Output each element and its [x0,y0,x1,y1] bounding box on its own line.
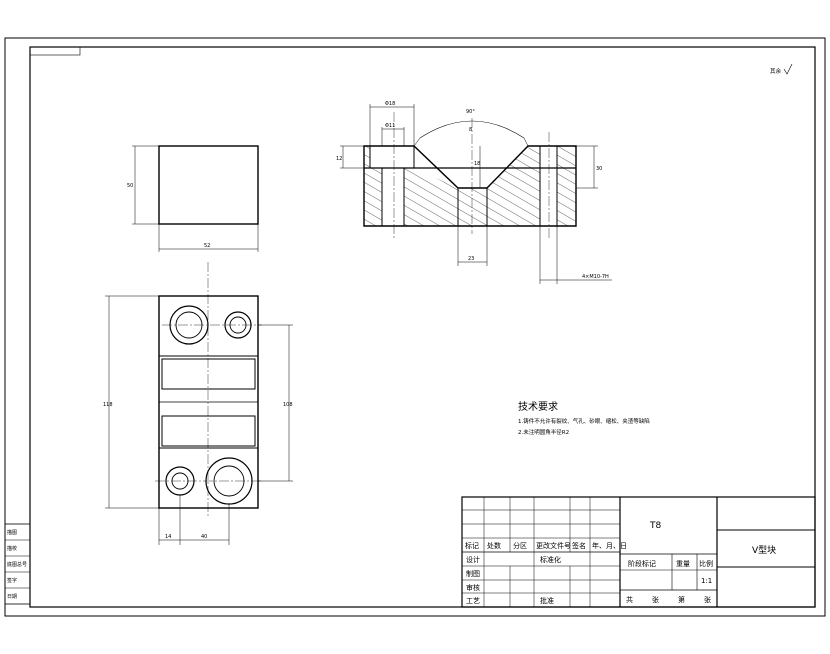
dim-top-inner-height: 108 [283,402,293,408]
outer-border [4,37,826,617]
svg-text:标记: 标记 [465,541,479,550]
inner-frame [29,46,816,608]
dim-section-left-height: 12 [336,156,342,162]
svg-text:年、月、日: 年、月、日 [592,541,627,550]
section-view [340,104,612,284]
part-name: V型块 [752,544,776,556]
svg-text:处数: 处数 [487,541,501,550]
dim-front-width: 52 [204,243,210,249]
roughness-note: 其余 [770,63,793,75]
svg-text:底图总号: 底图总号 [7,561,27,568]
front-view [132,145,259,252]
svg-text:第: 第 [678,595,685,604]
dim-front-height: 50 [127,183,133,189]
svg-text:签字: 签字 [7,577,17,584]
svg-text:技术要求: 技术要求 [518,400,558,413]
svg-text:重量: 重量 [676,560,690,568]
svg-text:张: 张 [652,595,659,604]
dim-top-hole-spacing: 40 [201,534,207,540]
dim-section-top-a: Φ18 [385,101,395,107]
svg-text:比例: 比例 [699,559,713,568]
svg-text:2.未注明圆角半径R2: 2.未注明圆角半径R2 [518,428,569,436]
svg-text:签名: 签名 [572,541,586,550]
svg-text:描图: 描图 [7,529,17,536]
svg-text:审核: 审核 [466,583,480,592]
svg-text:标准化: 标准化 [540,555,561,564]
technical-requirements: 技术要求 1.铸件不允许有裂纹、气孔、砂眼、缩松、夹渣等缺陷 2.未注明圆角半径… [518,400,650,436]
svg-text:共: 共 [626,595,633,604]
svg-text:制图: 制图 [466,569,480,578]
svg-text:更改文件号: 更改文件号 [536,541,571,550]
dim-section-v-depth: 18 [474,161,480,167]
dim-top-total-height: 118 [103,402,113,408]
svg-text:其余: 其余 [770,67,782,75]
dim-top-left-offset: 14 [165,534,171,540]
svg-text:描校: 描校 [7,545,17,552]
svg-text:张: 张 [704,595,711,604]
svg-text:日期: 日期 [7,594,17,600]
scale-value: 1:1 [701,577,712,585]
title-block-text: T8 V型块 标记 处数 分区 更改文件号 签名 年、月、日 设计 制图 审核 … [465,521,776,605]
title-block [461,496,816,608]
svg-text:阶段标记: 阶段标记 [628,559,656,568]
material: T8 [649,521,661,531]
dim-section-thread: 4×M10-7H [582,274,609,280]
dim-section-top-b: Φ11 [385,123,395,129]
code-box-top-left [29,46,81,56]
side-strip: 描图 描校 底图总号 签字 日期 [4,523,31,605]
svg-text:1.铸件不允许有裂纹、气孔、砂眼、缩松、夹渣等缺陷: 1.铸件不允许有裂纹、气孔、砂眼、缩松、夹渣等缺陷 [518,417,650,425]
svg-text:分区: 分区 [513,541,527,550]
dim-section-bottom-width: 23 [468,256,474,262]
dim-section-angle: 90° [466,109,475,115]
svg-text:设计: 设计 [466,555,480,564]
svg-text:批准: 批准 [540,596,554,605]
top-view [105,262,293,545]
dim-section-right-height: 30 [596,166,602,172]
dim-section-small: 8 [469,127,472,133]
svg-text:工艺: 工艺 [466,597,480,605]
